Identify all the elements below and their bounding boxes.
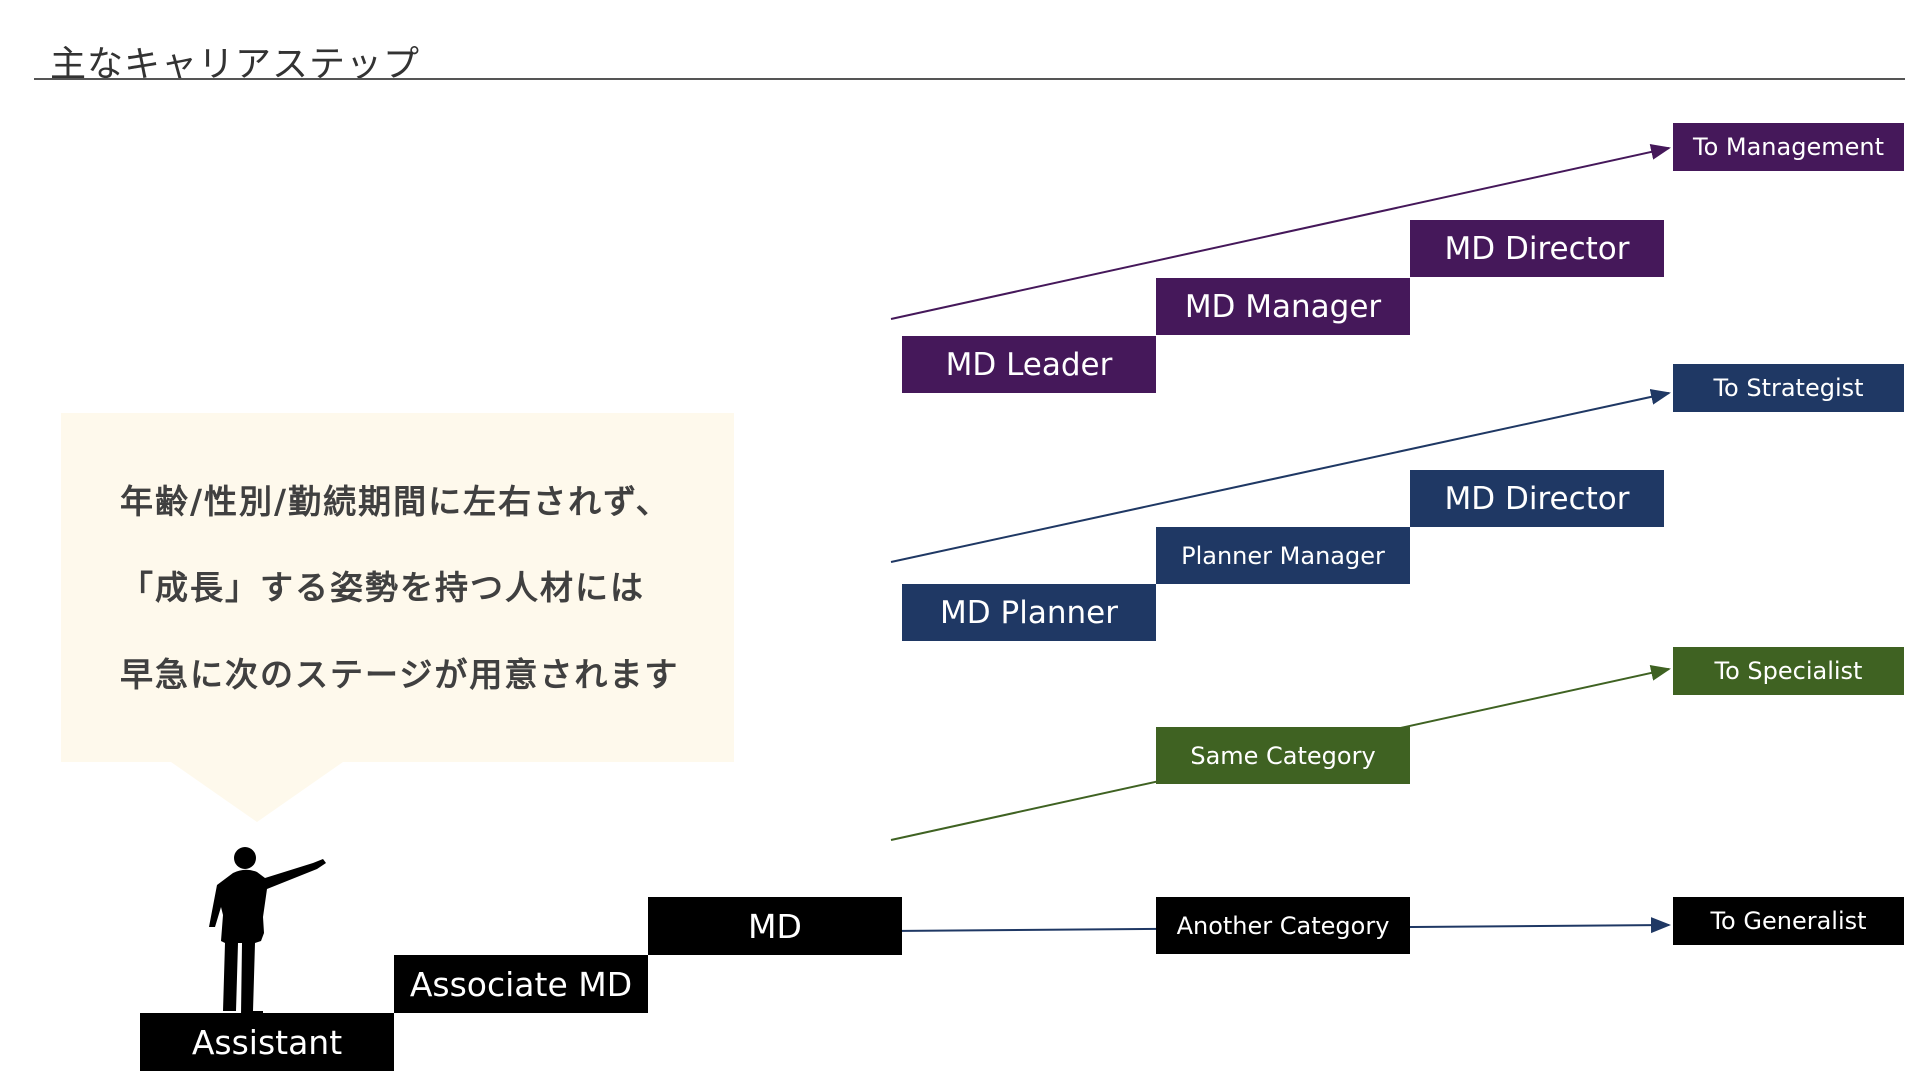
message-line-2: 「成長」する姿勢を持つ人材には: [120, 568, 645, 607]
destination-management: To Management: [1673, 123, 1904, 171]
step-another-category: Another Category: [1156, 897, 1410, 954]
step-md-manager: MD Manager: [1156, 278, 1410, 335]
step-associate-md: Associate MD: [394, 955, 648, 1013]
destination-specialist: To Specialist: [1673, 647, 1904, 695]
message-line-1: 年齢/性別/勤続期間に左右されず、: [120, 482, 671, 521]
step-md-leader: MD Leader: [902, 336, 1156, 393]
step-md-planner: MD Planner: [902, 584, 1156, 641]
destination-strategist: To Strategist: [1673, 364, 1904, 412]
message-line-3: 早急に次のステージが用意されます: [120, 655, 680, 694]
step-md-director-strategist: MD Director: [1410, 470, 1664, 527]
strategist-arrow: [890, 389, 1671, 563]
step-same-category: Same Category: [1156, 727, 1410, 784]
callout-tail: [171, 762, 343, 822]
step-planner-manager: Planner Manager: [1156, 527, 1410, 584]
step-md: MD: [648, 897, 902, 955]
management-arrow: [890, 144, 1671, 320]
step-md-director-management: MD Director: [1410, 220, 1664, 277]
title-divider: [34, 78, 1905, 80]
person-pointing-silhouette-icon: [209, 847, 326, 1015]
message-callout: [61, 413, 734, 762]
destination-generalist: To Generalist: [1673, 897, 1904, 945]
step-assistant: Assistant: [140, 1013, 394, 1071]
